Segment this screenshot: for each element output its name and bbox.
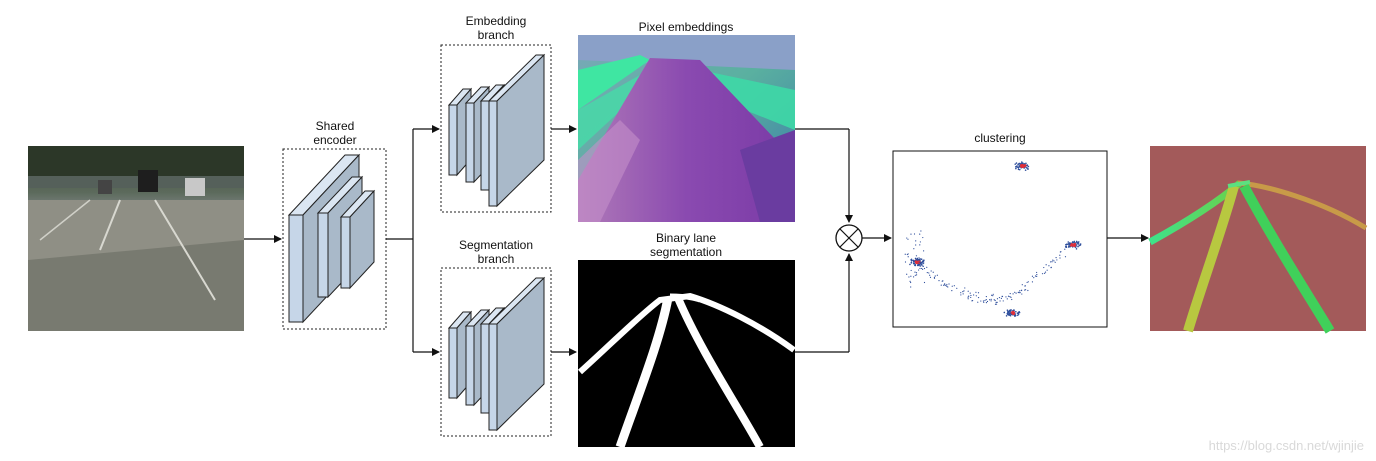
clustering-plot <box>892 150 1108 328</box>
label-clustering: clustering <box>974 131 1026 145</box>
label-pixel-embeddings: Pixel embeddings <box>638 20 734 34</box>
arrows-to-combine <box>795 128 853 353</box>
cluster-points <box>904 161 1082 317</box>
pixel-embeddings-image <box>578 35 795 222</box>
encoder-layer-3 <box>339 189 376 290</box>
label-embedding-branch: Embedding branch <box>465 14 527 42</box>
label-shared-encoder: Shared encoder <box>313 119 357 147</box>
combine-operator-icon <box>835 224 863 252</box>
segmentation-branch-block <box>440 267 552 437</box>
shared-encoder-block <box>282 148 387 330</box>
input-road-image <box>28 146 244 331</box>
label-segmentation-branch: Segmentation branch <box>458 238 534 266</box>
encoder-split-arrows <box>386 125 440 356</box>
output-lane-image <box>1148 146 1368 334</box>
binary-lane-segmentation-image <box>577 260 796 449</box>
watermark-text: https://blog.csdn.net/wjinjie <box>1208 438 1364 453</box>
segmentation-layer-4 <box>487 276 546 432</box>
embedding-layer-4 <box>487 53 546 208</box>
label-binary-lane-segmentation: Binary lane segmentation <box>649 231 723 259</box>
embedding-branch-block <box>440 44 552 213</box>
